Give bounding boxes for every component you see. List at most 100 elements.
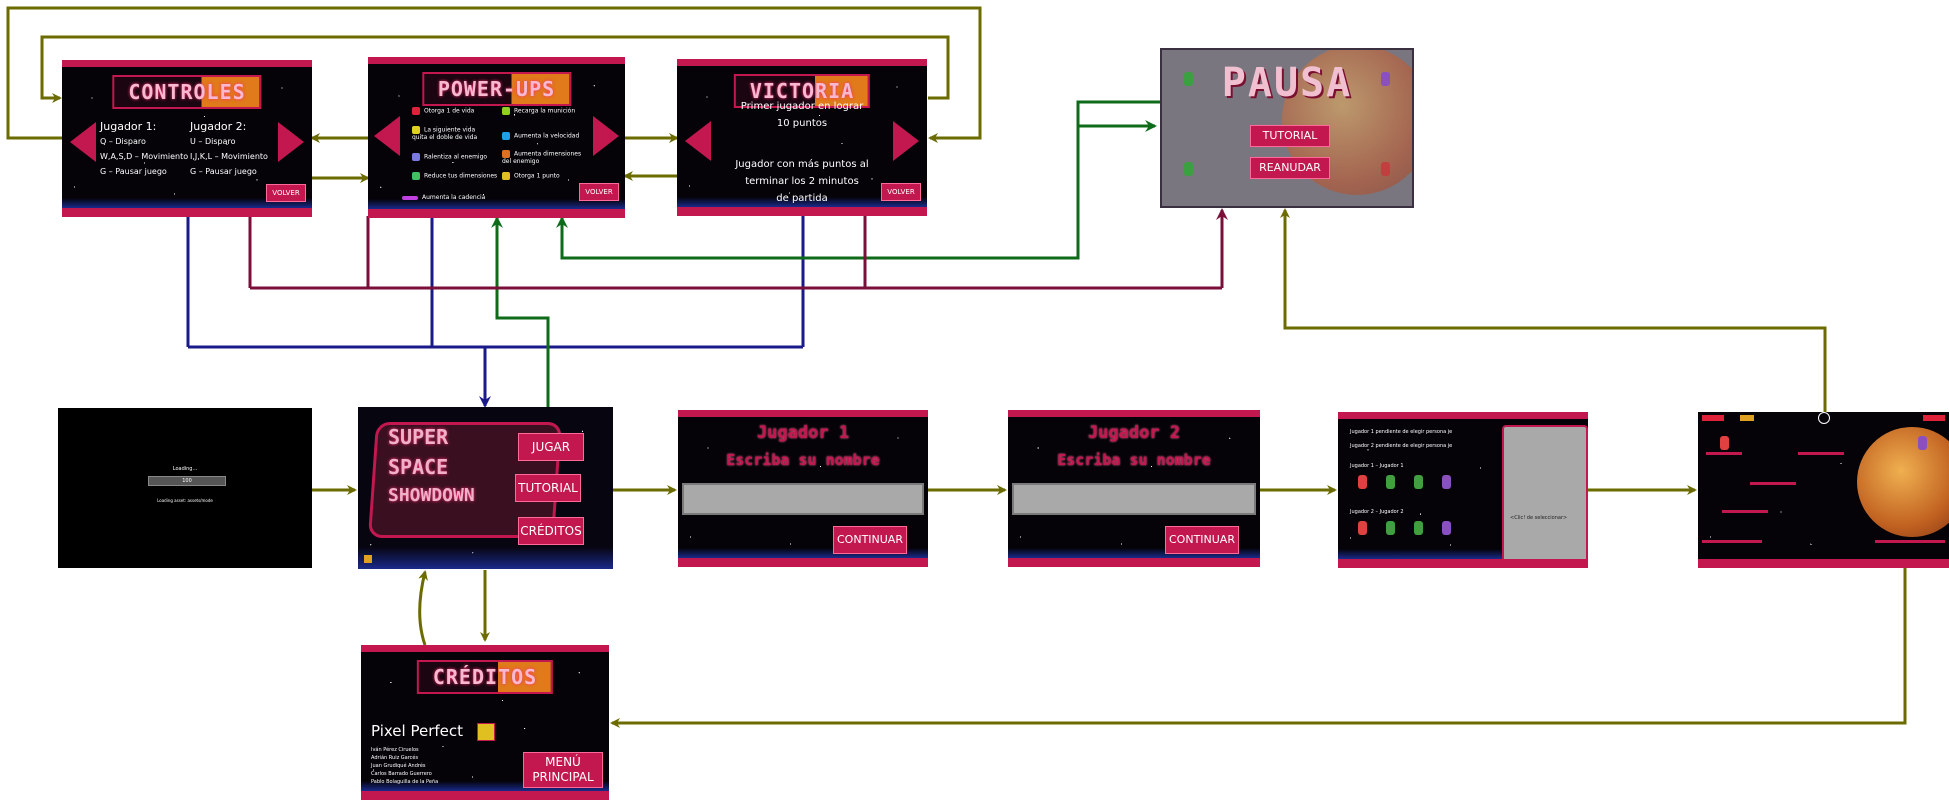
arrow-powerups-to-menu [497, 316, 550, 408]
name-input[interactable] [682, 483, 924, 515]
credits-screen: CRÉDITOS Pixel Perfect Iván Pérez Ciruel… [361, 645, 609, 800]
p2-line-2: I,J,K,L – Movimiento [190, 152, 268, 161]
pausa-screen: PAUSA TUTORIAL REANUDAR [1160, 48, 1414, 208]
back-button[interactable]: VOLVER [579, 183, 619, 201]
victoria-title: VICTORIA [733, 74, 871, 108]
next-arrow-icon[interactable] [593, 116, 619, 156]
enemy-sprite [1381, 72, 1390, 86]
credit-name: Adrián Ruiz Garcés [371, 755, 419, 761]
powerup-item: La siguiente vida quita el doble de vida [412, 126, 478, 141]
powerups-screen: POWER-UPS Otorga 1 de vida La siguiente … [368, 57, 625, 218]
row2-label: Jugador 2 – Jugador 2 [1350, 509, 1404, 515]
team-name: Pixel Perfect [371, 722, 464, 740]
name2-title-2: Escriba su nombre [1057, 451, 1211, 469]
arrow-game-to-credits [610, 568, 1907, 728]
logo-line-1: SUPER [388, 425, 449, 449]
character-sprite[interactable] [1414, 521, 1423, 535]
character-sprite[interactable] [1414, 475, 1423, 489]
main-menu-label-1: MENÚ [545, 755, 581, 769]
main-menu-label-2: PRINCIPAL [532, 770, 594, 784]
credit-name: Carlos Barrado Guerrero [371, 771, 432, 777]
ammo-icon [1740, 415, 1754, 421]
p1-pending-text: Jugador 1 pendiente de elegir persona je [1350, 429, 1453, 435]
character-sprite[interactable] [1442, 475, 1451, 489]
player-sprite [1720, 436, 1729, 450]
hearts-icon [1702, 415, 1724, 421]
continue-button[interactable]: CONTINUAR [1165, 526, 1239, 554]
character-sprite[interactable] [1358, 521, 1367, 535]
victoria-line-3: Jugador con más puntos al [735, 159, 869, 170]
p2-heading: Jugador 2: [190, 120, 247, 133]
main-menu-button[interactable]: MENÚ PRINCIPAL [523, 752, 603, 788]
p1-line-1: Q – Disparo [100, 137, 146, 146]
platform [1750, 482, 1796, 485]
controles-screen: CONTROLES Jugador 1: Q – Disparo W,A,S,D… [62, 60, 312, 217]
planet-image [1857, 427, 1949, 537]
double-damage-icon [412, 126, 420, 134]
back-button[interactable]: VOLVER [881, 183, 921, 201]
tutorial-button[interactable]: TUTORIAL [1250, 125, 1330, 147]
grow-icon [502, 150, 510, 158]
tutorial-button[interactable]: TUTORIAL [515, 474, 581, 502]
credit-name: Juan Grudiqué Andrés [371, 763, 426, 769]
p2-line-3: G – Pausar juego [190, 167, 257, 176]
victoria-line-1: Primer jugador en lograr [740, 101, 864, 112]
pausa-title: PAUSA [1221, 60, 1353, 106]
shrink-icon [412, 172, 420, 180]
row1-label: Jugador 1 – Jugador 1 [1350, 463, 1404, 469]
prev-arrow-icon[interactable] [685, 121, 711, 161]
platform [1702, 540, 1762, 543]
player-sprite [1184, 72, 1193, 86]
timer-icon [1818, 412, 1830, 424]
play-button[interactable]: JUGAR [518, 433, 584, 461]
player-sprite [1184, 162, 1193, 176]
name1-title-2: Escriba su nombre [726, 451, 880, 469]
speed-icon [502, 132, 510, 140]
player-sprite [1918, 436, 1927, 450]
powerup-item: Aumenta dimensiones del enemigo [502, 150, 582, 165]
credits-button[interactable]: CRÉDITOS [518, 517, 584, 545]
platform [1875, 540, 1945, 543]
back-button[interactable]: VOLVER [266, 184, 306, 202]
ammo-icon [502, 107, 510, 115]
heart-icon [412, 107, 420, 115]
sound-icon[interactable] [364, 555, 372, 563]
character-preview-panel: <Clic! de seleccionar> [1502, 425, 1588, 559]
preview-panel-text: <Clic! de seleccionar> [1510, 515, 1568, 521]
p1-heading: Jugador 1: [100, 120, 157, 133]
prev-arrow-icon[interactable] [70, 122, 96, 162]
name-entry-p2-screen: Jugador 2 Escriba su nombre CONTINUAR [1008, 410, 1260, 567]
victoria-line-5: de partida [776, 193, 828, 204]
character-select-screen: Jugador 1 pendiente de elegir persona je… [1338, 412, 1588, 568]
p1-line-2: W,A,S,D – Movimiento [100, 152, 189, 161]
name-input[interactable] [1012, 483, 1256, 515]
character-sprite[interactable] [1386, 521, 1395, 535]
victoria-screen: VICTORIA Primer jugador en lograr 10 pun… [677, 59, 927, 216]
continue-button[interactable]: CONTINUAR [833, 526, 907, 554]
character-sprite[interactable] [1386, 475, 1395, 489]
loading-progress-text: 100 [182, 478, 192, 484]
arrow-victoria-loop [40, 35, 950, 103]
credits-title: CRÉDITOS [416, 660, 554, 694]
resume-button[interactable]: REANUDAR [1250, 157, 1330, 179]
platform [1798, 452, 1844, 455]
character-sprite[interactable] [1442, 521, 1451, 535]
loading-status: Loading asset: assets/mode [157, 498, 213, 503]
hearts-icon [1923, 415, 1945, 421]
victoria-line-2: 10 puntos [776, 118, 828, 129]
next-arrow-icon[interactable] [278, 122, 304, 162]
arrow-controles-loop [6, 6, 982, 143]
prev-arrow-icon[interactable] [374, 116, 400, 156]
character-sprite[interactable] [1358, 475, 1367, 489]
name2-title-1: Jugador 2 [1087, 423, 1181, 443]
credit-name: Pablo Bolaguilla de la Peña [371, 779, 439, 785]
next-arrow-icon[interactable] [893, 121, 919, 161]
name1-title-1: Jugador 1 [756, 423, 850, 443]
powerup-item: Aumenta la cadencia [402, 194, 485, 201]
controles-title: CONTROLES [112, 75, 262, 109]
credit-name: Iván Pérez Ciruelos [371, 747, 419, 753]
p2-line-1: U – Disparo [190, 137, 236, 146]
platform [1722, 510, 1768, 513]
arrow-menu-to-powerups [491, 216, 550, 408]
